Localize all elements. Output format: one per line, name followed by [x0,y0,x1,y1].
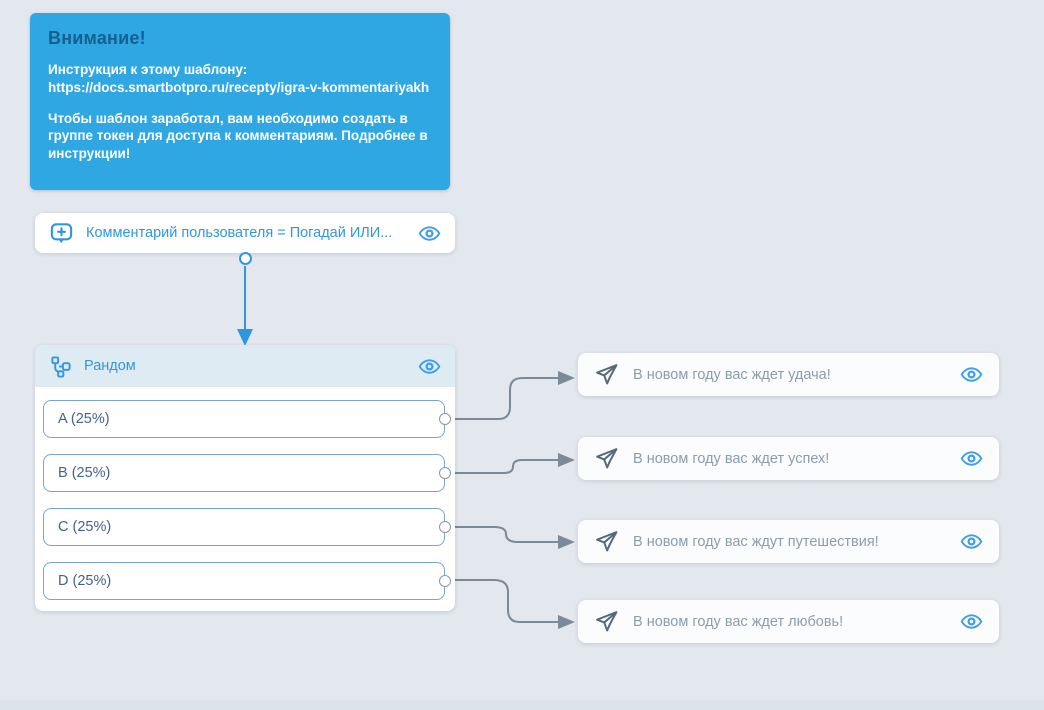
random-icon [49,355,72,378]
random-node-header[interactable]: Рандом [35,345,455,387]
random-node-title: Рандом [84,358,136,374]
random-node-body: A (25%) B (25%) C (25%) D (25%) [35,387,455,611]
option-label: C (25%) [58,519,112,535]
option-label: D (25%) [58,573,112,589]
message-node-label: В новом году вас ждет успех! [633,450,830,467]
eye-icon[interactable] [960,610,983,633]
random-node[interactable]: Рандом A (25%) B (25%) C (25%) [35,345,455,611]
random-option-c[interactable]: C (25%) [43,508,451,546]
trigger-node[interactable]: Комментарий пользователя = Погадай ИЛИ..… [35,213,455,253]
random-option-d[interactable]: D (25%) [43,562,451,600]
paper-plane-icon [594,609,619,634]
message-node-label: В новом году вас ждет удача! [633,366,831,383]
message-node-3[interactable]: В новом году вас ждут путешествия! [578,520,999,563]
option-label: B (25%) [58,465,111,481]
random-option-b[interactable]: B (25%) [43,454,451,492]
option-b-output-port[interactable] [439,467,451,479]
message-node-2[interactable]: В новом году вас ждет успех! [578,437,999,480]
message-node-4[interactable]: В новом году вас ждет любовь! [578,600,999,643]
warning-instruction-link: Инструкция к этому шаблону: https://docs… [48,62,430,95]
message-node-label: В новом году вас ждет любовь! [633,613,844,630]
message-node-1[interactable]: В новом году вас ждет удача! [578,353,999,396]
warning-title: Внимание! [48,28,146,48]
eye-icon[interactable] [418,355,441,378]
option-label: A (25%) [58,411,110,427]
trigger-node-label: Комментарий пользователя = Погадай ИЛИ..… [86,225,393,241]
paper-plane-icon [594,446,619,471]
comment-plus-icon [49,221,74,246]
option-d-output-port[interactable] [439,575,451,587]
random-option-a[interactable]: A (25%) [43,400,451,438]
message-node-label: В новом году вас ждут путешествия! [633,533,879,550]
eye-icon[interactable] [960,530,983,553]
eye-icon[interactable] [960,447,983,470]
warning-token-text: Чтобы шаблон заработал, вам необходимо с… [48,110,428,162]
option-a-output-port[interactable] [439,413,451,425]
trigger-output-port[interactable] [239,252,252,265]
paper-plane-icon [594,362,619,387]
option-c-output-port[interactable] [439,521,451,533]
eye-icon[interactable] [418,222,441,245]
paper-plane-icon [594,529,619,554]
eye-icon[interactable] [960,363,983,386]
warning-note[interactable]: Внимание! Инструкция к этому шаблону: ht… [30,13,450,190]
canvas-bottom-strip [0,700,1044,710]
